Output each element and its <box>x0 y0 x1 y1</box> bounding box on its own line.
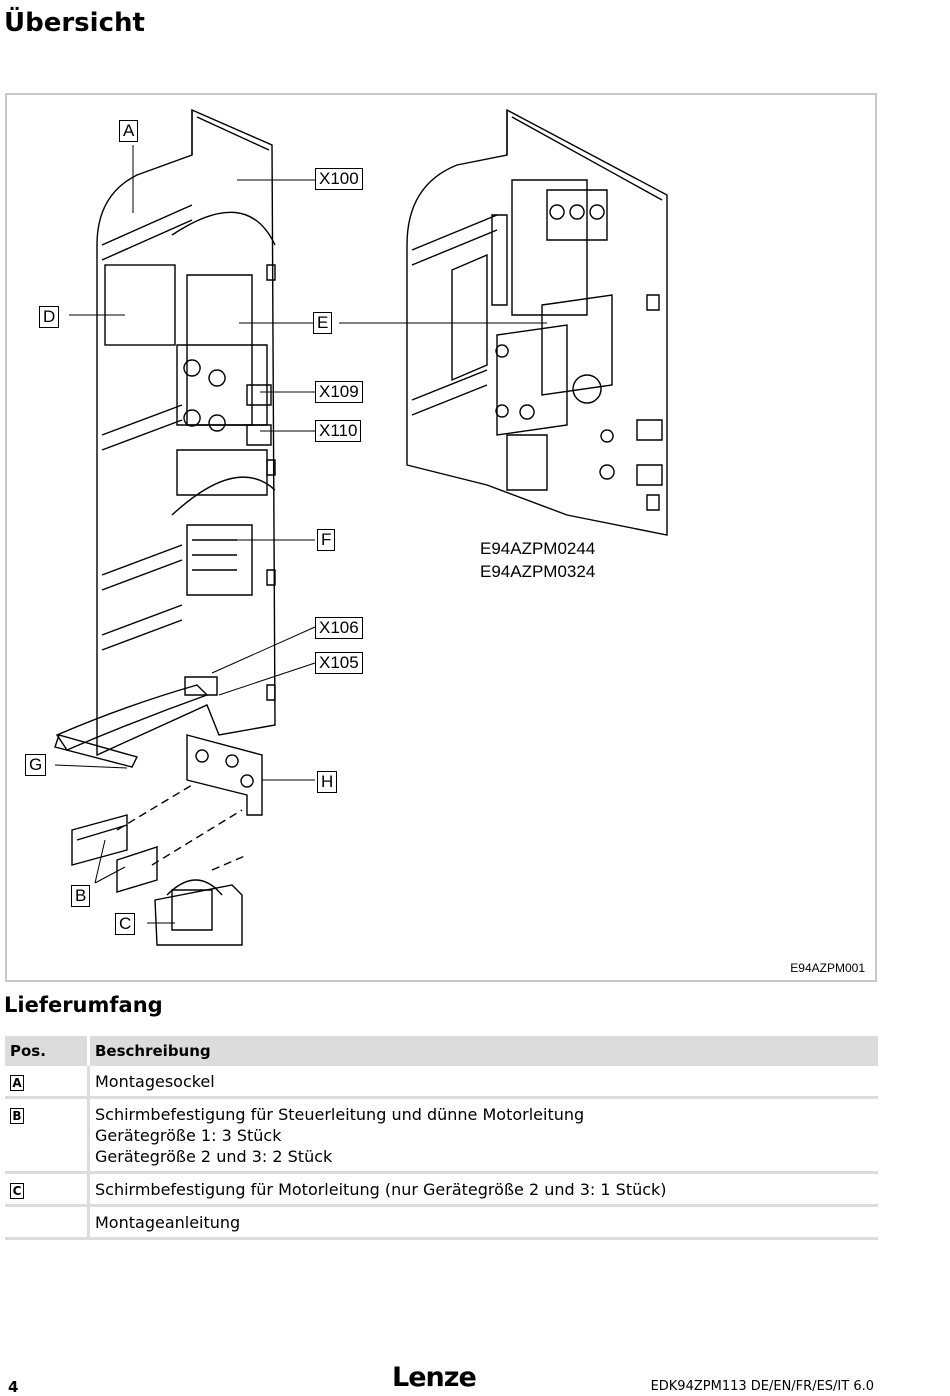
callout-x106: X106 <box>315 617 363 639</box>
table-header-row: Pos. Beschreibung <box>5 1036 878 1066</box>
pos-label: B <box>10 1108 24 1124</box>
table-row: Montageanleitung <box>5 1205 878 1240</box>
callout-h: H <box>317 771 338 793</box>
callout-x109: X109 <box>315 381 363 403</box>
description-line: Schirmbefestigung für Steuerleitung und … <box>95 1105 585 1124</box>
callout-x105: X105 <box>315 652 363 674</box>
model-line-2: E94AZPM0324 <box>480 562 596 581</box>
page-title: Übersicht <box>4 8 145 38</box>
scope-of-supply-table: Pos. Beschreibung A Montagesockel B Schi… <box>5 1036 878 1240</box>
callout-g: G <box>25 754 47 776</box>
description-line: Gerätegröße 1: 3 Stück <box>95 1126 282 1145</box>
callout-c: C <box>115 913 136 935</box>
callout-x100: X100 <box>315 168 363 190</box>
header-pos: Pos. <box>5 1036 90 1066</box>
pos-label: C <box>10 1183 24 1199</box>
callout-a: A <box>119 120 139 142</box>
callout-d: D <box>39 306 60 328</box>
callout-e: E <box>313 312 333 334</box>
description-line: Schirmbefestigung für Motorleitung (nur … <box>95 1180 667 1199</box>
table-row: A Montagesockel <box>5 1066 878 1099</box>
description-line: Montageanleitung <box>95 1213 241 1232</box>
device-drawing <box>54 108 668 946</box>
mounting-base-outline <box>96 108 276 757</box>
figure-id: E94AZPM001 <box>790 961 865 975</box>
table-row: B Schirmbefestigung für Steuerleitung un… <box>5 1097 878 1174</box>
overview-figure: A X100 D E X109 X110 F X106 X105 G H B C… <box>5 93 877 982</box>
description-line: Montagesockel <box>95 1072 215 1091</box>
model-line-1: E94AZPM0244 <box>480 539 596 558</box>
pos-label: A <box>10 1075 24 1091</box>
lenze-logo: Lenze <box>392 1362 477 1393</box>
callout-f: F <box>317 529 336 551</box>
description-line: Gerätegröße 2 und 3: 2 Stück <box>95 1147 333 1166</box>
callout-b: B <box>71 885 91 907</box>
document-reference: EDK94ZPM113 DE/EN/FR/ES/IT 6.0 <box>650 1379 874 1394</box>
header-description: Beschreibung <box>88 1036 878 1066</box>
section-title: Lieferumfang <box>4 993 163 1017</box>
table-row: C Schirmbefestigung für Motorleitung (nu… <box>5 1172 878 1207</box>
page-number: 4 <box>8 1378 19 1396</box>
callout-x110: X110 <box>315 420 362 442</box>
